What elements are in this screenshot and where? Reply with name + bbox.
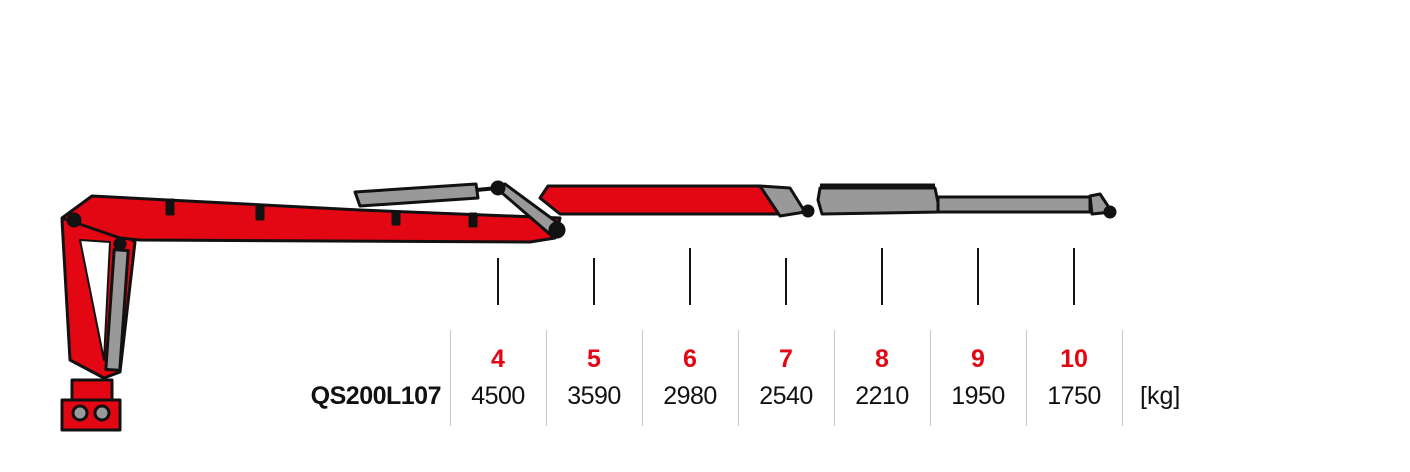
column-divider [930, 330, 931, 426]
extension-2 [936, 195, 1092, 214]
column-divider [450, 330, 451, 426]
load-value: 4500 [471, 382, 525, 410]
load-value: 2210 [855, 382, 909, 410]
unit-label: [kg] [1140, 382, 1181, 410]
reach-marker [785, 258, 787, 305]
load-value: 1950 [951, 382, 1005, 410]
reach-marker [881, 248, 883, 305]
reach-value: 9 [971, 345, 985, 373]
crane-base [60, 378, 122, 432]
column-divider [546, 330, 547, 426]
load-value: 3590 [567, 382, 621, 410]
reach-value: 5 [587, 345, 601, 373]
extension-1 [816, 186, 942, 216]
load-value: 2980 [663, 382, 717, 410]
reach-marker [689, 248, 691, 305]
main-boom [60, 194, 562, 244]
column-divider [1026, 330, 1027, 426]
outer-boom [538, 184, 782, 216]
column-divider [642, 330, 643, 426]
model-label: QS200L107 [310, 382, 442, 410]
reach-marker [593, 258, 595, 305]
reach-value: 4 [491, 345, 505, 373]
reach-value: 6 [683, 345, 697, 373]
load-value: 1750 [1047, 382, 1101, 410]
load-value: 2540 [759, 382, 813, 410]
reach-marker [497, 258, 499, 305]
column-divider [1122, 330, 1123, 426]
column-divider [834, 330, 835, 426]
boom-cylinder [353, 182, 480, 208]
reach-marker [1073, 248, 1075, 305]
reach-value: 7 [779, 345, 793, 373]
column-divider [738, 330, 739, 426]
reach-value: 8 [875, 345, 889, 373]
reach-marker [977, 248, 979, 305]
reach-value: 10 [1060, 345, 1088, 373]
